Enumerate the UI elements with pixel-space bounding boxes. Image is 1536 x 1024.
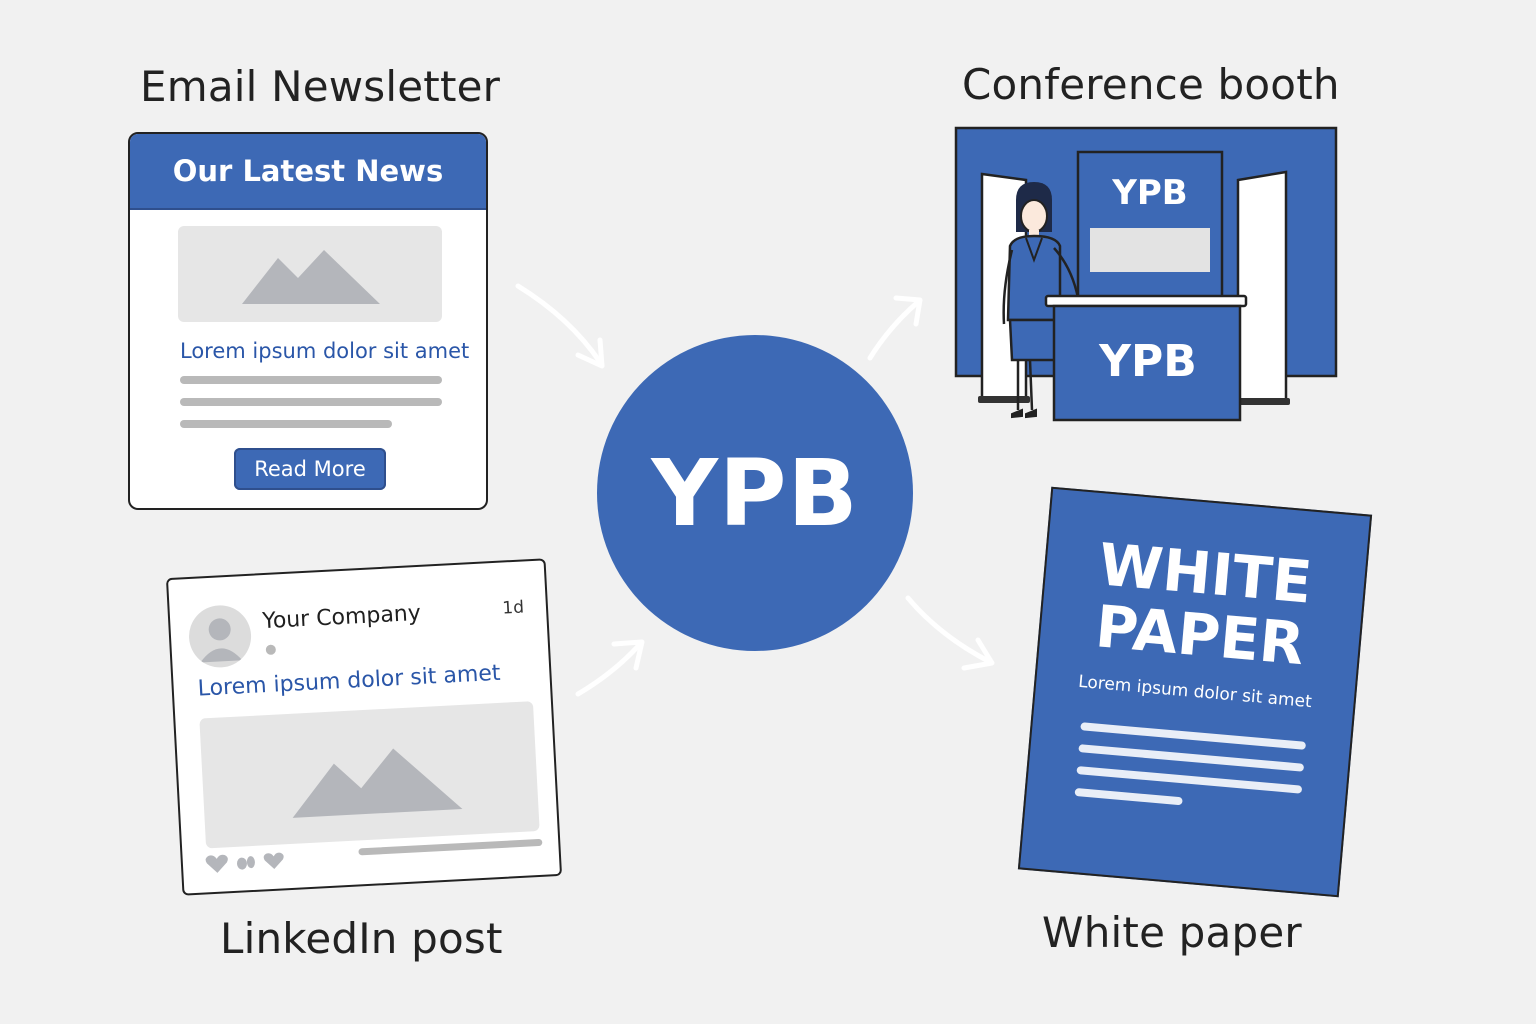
- heart-icon[interactable]: [262, 851, 285, 870]
- booth-staff-person: [1002, 182, 1080, 419]
- arrow-email-to-hub: [515, 283, 605, 369]
- avatar: [187, 603, 253, 669]
- post-headline: Lorem ipsum dolor sit amet: [197, 660, 502, 702]
- email-headline: Lorem ipsum dolor sit amet: [180, 339, 470, 363]
- read-more-button[interactable]: Read More: [234, 448, 386, 490]
- heart-icon[interactable]: [204, 853, 229, 874]
- white-paper-document: WHITE PAPER Lorem ipsum dolor sit amet: [1017, 486, 1373, 898]
- conference-booth-illustration: YPB YPB: [954, 126, 1338, 422]
- linkedin-post-card: Your Company 1d Lorem ipsum dolor sit am…: [165, 558, 563, 896]
- hub-label: YPB: [651, 439, 859, 547]
- visibility-dot: [265, 644, 277, 656]
- company-name: Your Company: [261, 600, 422, 635]
- mountain-image-icon: [242, 250, 380, 304]
- booth-counter-label: YPB: [1098, 336, 1197, 387]
- arrow-hub-to-booth: [867, 295, 923, 361]
- text-line: [1078, 744, 1305, 772]
- text-line: [1074, 787, 1183, 806]
- conference-booth-title: Conference booth: [962, 60, 1340, 109]
- image-placeholder: [178, 226, 442, 322]
- email-header: Our Latest News: [130, 134, 486, 210]
- reaction-icons: [204, 850, 285, 874]
- text-line: [1080, 722, 1307, 750]
- clap-icon[interactable]: [234, 853, 257, 872]
- paper-title: WHITE PAPER: [1039, 529, 1367, 680]
- arrow-hub-to-paper: [905, 595, 995, 671]
- arrow-linkedin-to-hub: [575, 639, 645, 697]
- text-line: [1076, 766, 1303, 794]
- mountain-image-icon: [292, 748, 463, 818]
- linkedin-post-title: LinkedIn post: [220, 914, 503, 963]
- white-paper-title: White paper: [1042, 908, 1302, 957]
- user-icon: [200, 618, 243, 663]
- image-placeholder: [199, 701, 540, 849]
- booth-panel-label: YPB: [1111, 173, 1187, 213]
- text-line: [180, 420, 392, 428]
- text-line: [180, 398, 442, 406]
- text-line: [180, 376, 442, 384]
- ypb-hub: YPB: [597, 335, 913, 651]
- email-newsletter-title: Email Newsletter: [140, 62, 501, 111]
- post-time: 1d: [501, 597, 525, 619]
- text-line: [358, 838, 543, 856]
- email-newsletter-card: Our Latest News Lorem ipsum dolor sit am…: [128, 132, 488, 510]
